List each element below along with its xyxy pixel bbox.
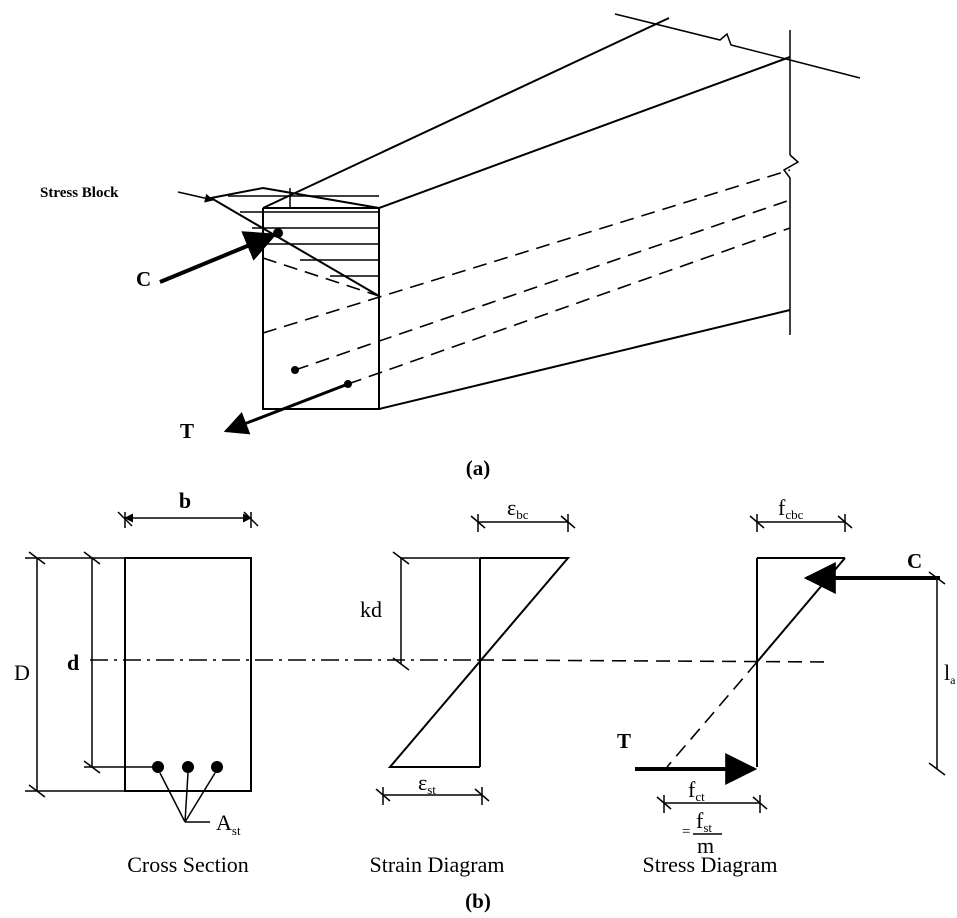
fraction-numerator: fst — [696, 808, 712, 835]
steel-area-label: Ast — [216, 810, 241, 838]
neutral-axis-line — [262, 257, 380, 297]
stress-compression-label: C — [907, 549, 922, 573]
cross-section-title: Cross Section — [127, 852, 249, 877]
tensile-stress-line — [666, 661, 758, 768]
lever-arm-label: la — [944, 660, 956, 687]
strain-diagram: kd εbc εst Strain Diagram — [360, 495, 576, 877]
neutral-axis-diagrams — [479, 659, 831, 663]
beam-bottom-edge — [378, 309, 791, 410]
beam-top-front-edge — [378, 56, 791, 209]
bottom-stress-label: fct — [688, 777, 705, 804]
overall-depth-label: D — [14, 660, 30, 685]
rebar-line-1 — [262, 169, 791, 334]
effective-depth-label: d — [67, 650, 79, 675]
stress-block-pointer — [177, 191, 214, 203]
cross-section-outline — [124, 557, 252, 792]
rebar-line-2 — [294, 199, 791, 371]
strain-diagram-title: Strain Diagram — [369, 852, 504, 877]
stress-block-label: Stress Block — [40, 185, 119, 201]
stress-diagram-title: Stress Diagram — [642, 852, 777, 877]
neutral-axis-depth-label: kd — [360, 597, 382, 622]
bottom-strain-label: εst — [418, 770, 436, 797]
top-stress-label: fcbc — [778, 495, 804, 522]
compressive-stress-line — [756, 557, 846, 663]
beam-3d-view: Stress Block C T — [40, 13, 861, 443]
stress-block-wedge — [208, 186, 380, 298]
rebar-dot-1 — [291, 366, 299, 374]
rebar-bar-2 — [182, 761, 194, 773]
cross-section: b D d Ast Cross Section — [14, 488, 259, 877]
stress-block-hatching — [228, 188, 379, 277]
caption-b: (b) — [465, 889, 491, 913]
rebar-bar-3 — [211, 761, 223, 773]
top-strain-label: εbc — [507, 495, 529, 522]
tension-force-arrow — [223, 382, 349, 435]
beam-break-line-side — [782, 154, 800, 335]
rebar-line-3 — [347, 227, 791, 385]
equals-sign: = — [682, 824, 690, 840]
width-label: b — [179, 488, 191, 513]
beam-tension-label: T — [180, 419, 194, 443]
beam-break-line-top — [614, 13, 861, 79]
beam-top-back-edge — [262, 17, 670, 209]
rebar-bar-1 — [152, 761, 164, 773]
stress-tension-label: T — [617, 729, 631, 753]
compression-force-arrow — [159, 231, 277, 284]
stress-diagram: fcbc C T la fct = fst m Stress Diagram — [617, 495, 956, 877]
strain-profile — [387, 557, 571, 768]
beam-compression-label: C — [136, 267, 151, 291]
fraction-denominator: m — [697, 833, 714, 858]
caption-a: (a) — [466, 456, 491, 480]
